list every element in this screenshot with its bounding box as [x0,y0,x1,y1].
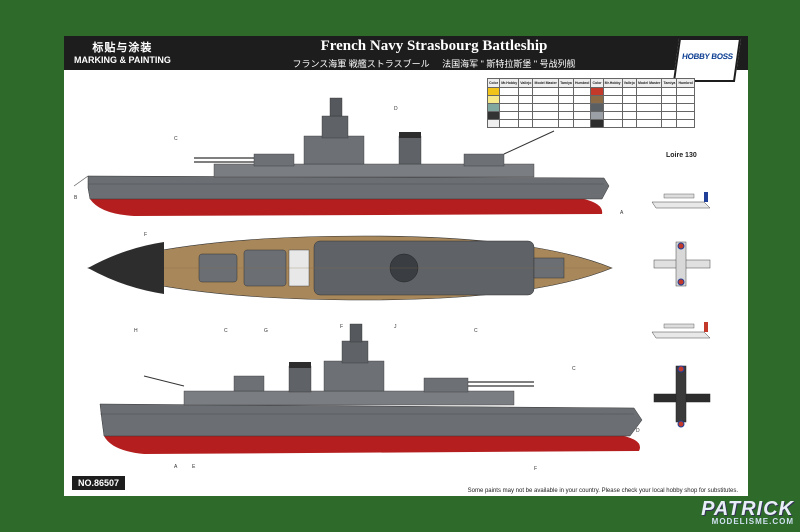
ship-profile-top [73,97,610,216]
superstructure-top [213,163,535,178]
ship-deck-plan [87,235,613,301]
aircraft-views [651,192,711,428]
bridge-tower-top [303,135,365,165]
color-row [486,119,695,128]
aircraft-title: Loire 130 [666,152,697,159]
paint-color-table: Color Mr.Hobby Vallejo Model Master Tami… [486,78,695,128]
callout-c: C [174,136,178,142]
hull-grey-top [87,175,610,200]
hull-red-bottom [104,436,640,454]
kit-number: NO.86507 [72,476,126,490]
aircraft-bottom-dark [653,365,711,428]
watermark: PATRICK MODELISME.COM [701,498,794,526]
funnel-bottom [288,365,312,393]
callout-b: B [74,195,78,201]
crane-top [503,130,555,155]
hull-red-top [90,199,603,216]
callout-f3: F [534,466,537,472]
watermark-site: MODELISME.COM [711,517,794,526]
callout-a: A [620,210,624,216]
callout-g: G [264,328,268,334]
bow-dark [88,242,164,294]
title-subtitles: フランス海軍 戦艦ストラスブール 法国海军 " 斯特拉斯堡 " 号战列舰 [234,57,634,70]
callout-c2: C [224,328,228,334]
color-table-header-row: Color Mr.Hobby Vallejo Model Master Tami… [486,78,695,88]
marking-title-cn: 标贴与涂装 [92,42,153,54]
title-japanese: フランス海軍 戦艦ストラスブール [292,59,430,69]
funnel-top [398,135,422,165]
roundel-icon [677,420,685,428]
header-bar [64,36,748,70]
callout-f2: F [340,324,343,330]
callout-e: E [192,464,196,470]
callout-a2: A [174,464,178,470]
roundel-icon [677,278,685,286]
bridge-tower-bottom [323,360,385,392]
aircraft-side-1 [651,192,711,209]
hull-grey-bottom [99,403,643,437]
aircraft-side-2 [651,322,711,339]
callout-d: D [394,106,398,112]
page-title: French Navy Strasbourg Battleship フランス海軍… [234,38,634,70]
aircraft-top-1 [653,241,711,287]
callout-d2: D [636,428,640,434]
marking-title-en: MARKING & PAINTING [74,55,171,65]
ship-profile-bottom [99,323,643,454]
title-chinese: 法国海军 " 斯特拉斯堡 " 号战列舰 [442,59,576,69]
marking-title: 标贴与涂装 MARKING & PAINTING [74,39,171,65]
main-turret-top [253,153,295,167]
crane-bottom [143,375,185,387]
instruction-sheet: 标贴与涂装 MARKING & PAINTING French Navy Str… [64,36,748,496]
callout-j: J [394,324,397,330]
callout-f: F [144,232,147,238]
roundel-icon [677,365,685,373]
swatch-white [486,119,501,128]
roundel-icon [677,242,685,250]
callout-c3: C [474,328,478,334]
callout-c4: C [572,366,576,372]
paint-availability-note: Some paints may not be available in your… [467,488,738,494]
ship-drawings: C D B A F H C G F J C C D A E F [73,97,711,472]
watermark-brand: PATRICK [701,498,794,520]
color-row [486,111,695,120]
superstructure-bottom [183,390,515,406]
callout-h: H [134,328,138,334]
swatch-gunmetal [590,119,604,128]
color-row [486,95,695,104]
title-english: French Navy Strasbourg Battleship [320,38,548,54]
main-turret-bottom [423,377,469,393]
